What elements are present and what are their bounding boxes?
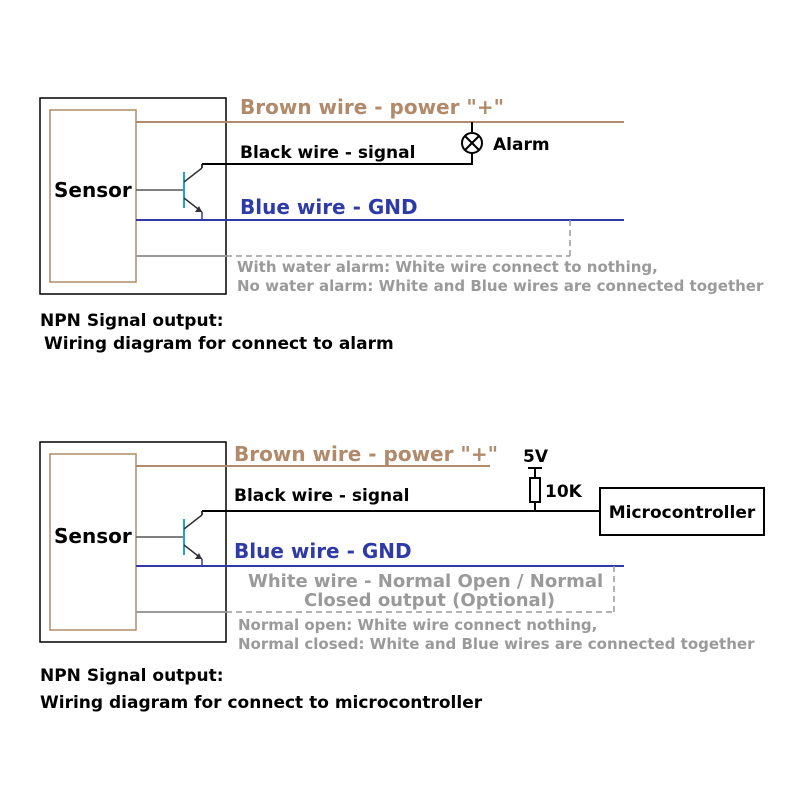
note-line-2: Normal closed: White and Blue wires are … xyxy=(238,635,755,653)
caption-line-1: NPN Signal output: xyxy=(40,666,224,686)
alarm-lamp-icon xyxy=(461,122,483,154)
resistor-label: 10K xyxy=(545,482,583,502)
note-line-1: Normal open: White wire connect nothing, xyxy=(238,616,597,634)
blue-wire-label: Blue wire - GND xyxy=(240,195,418,219)
caption-line-1: NPN Signal output: xyxy=(40,311,224,331)
sensor-box xyxy=(49,109,137,283)
note-line-2: No water alarm: White and Blue wires are… xyxy=(237,277,764,295)
blue-wire-label: Blue wire - GND xyxy=(234,539,412,563)
microcontroller-wiring-diagram: Sensor Brown wire - power "+" Black wire… xyxy=(39,441,765,713)
sensor-label: Sensor xyxy=(54,524,132,548)
npn-transistor-symbol xyxy=(136,511,203,566)
brown-wire-label: Brown wire - power "+" xyxy=(240,95,504,119)
sensor-housing-outer xyxy=(39,97,227,295)
white-wire-label-line-1: White wire - Normal Open / Normal xyxy=(248,571,603,592)
brown-wire-label: Brown wire - power "+" xyxy=(234,442,498,466)
npn-transistor-symbol xyxy=(136,164,203,220)
black-wire-label: Black wire - signal xyxy=(240,143,415,163)
note-line-1: With water alarm: White wire connect to … xyxy=(237,258,658,276)
sensor-housing-outer xyxy=(39,441,227,643)
alarm-label: Alarm xyxy=(493,135,550,155)
sensor-box xyxy=(49,453,137,631)
caption-line-2: Wiring diagram for connect to microcontr… xyxy=(40,693,483,713)
microcontroller-box xyxy=(599,487,765,536)
sensor-label: Sensor xyxy=(54,178,132,202)
voltage-label: 5V xyxy=(523,447,549,467)
caption-line-2: Wiring diagram for connect to alarm xyxy=(44,334,394,354)
alarm-wiring-diagram: Sensor Brown wire - power "+" Black wire… xyxy=(39,95,764,354)
microcontroller-label: Microcontroller xyxy=(609,503,756,523)
black-wire-label: Black wire - signal xyxy=(234,486,409,506)
black-wire-line xyxy=(202,152,473,165)
pullup-resistor-symbol xyxy=(528,467,542,511)
white-wire-label-line-2: Closed output (Optional) xyxy=(304,590,555,611)
